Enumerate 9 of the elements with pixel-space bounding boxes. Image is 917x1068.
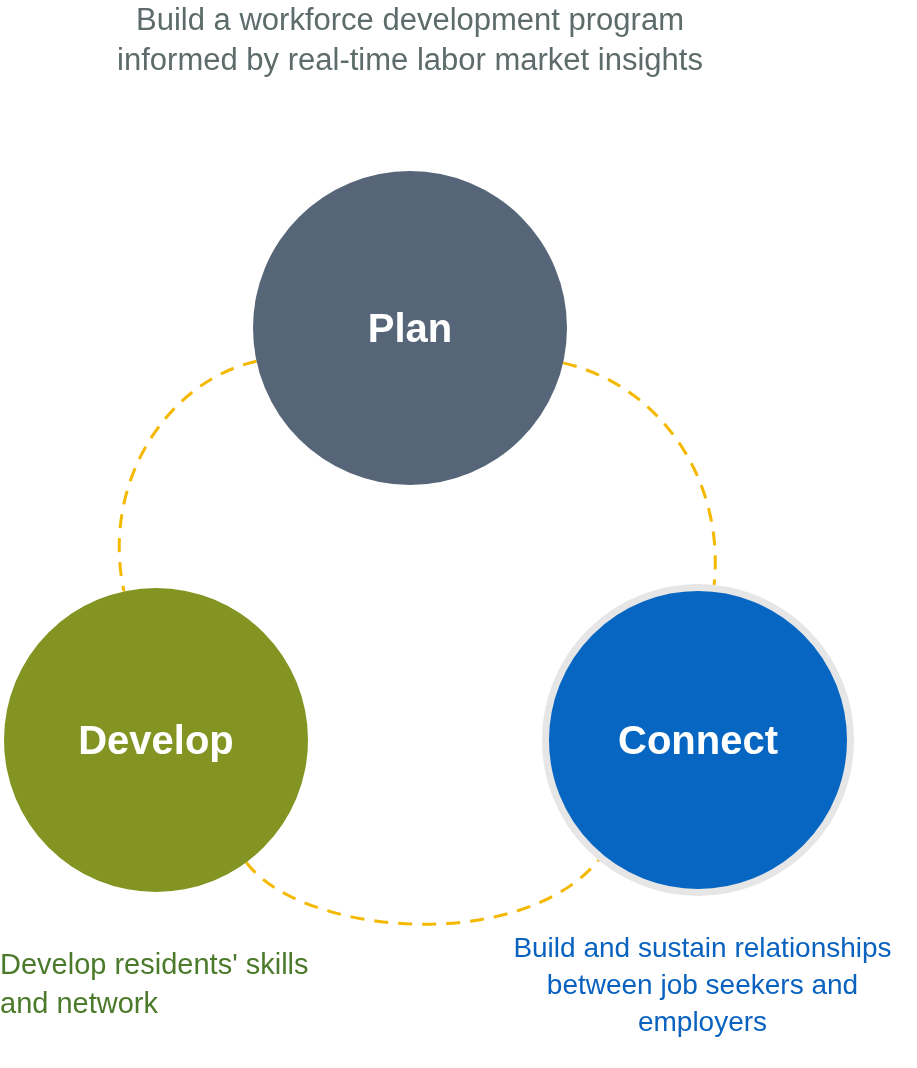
stage-title: Connect [618,717,778,764]
stage-title: Plan [367,305,453,352]
stage-description: Build a workforce development program informed by real-time labor market insights [116,1,704,80]
dashed-connector [245,859,600,926]
stage-description: Develop residents' skills and network [0,947,310,1022]
dashed-connector [562,361,717,585]
stage-description: Build and sustain relationships between job seekers and employers [512,931,893,1039]
dashed-connector [118,359,257,592]
stage-title: Develop [78,717,234,764]
